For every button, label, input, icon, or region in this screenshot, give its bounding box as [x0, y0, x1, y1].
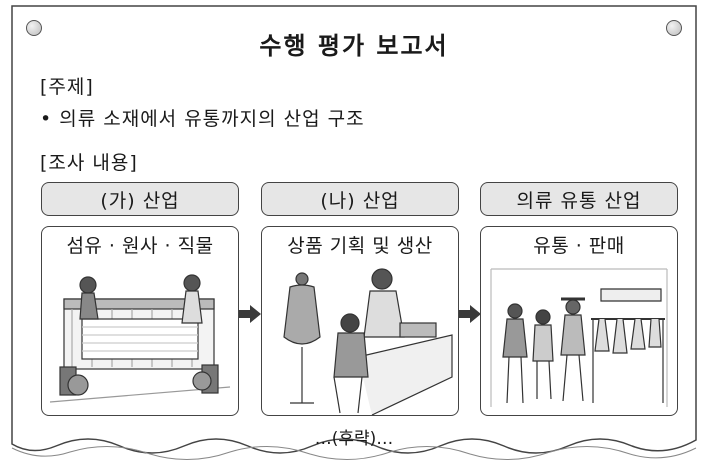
arrow-right-icon [239, 305, 261, 323]
stage-caption-ga: 섬유 · 원사 · 직물 [66, 235, 214, 257]
report-title: 수행 평가 보고서 [259, 32, 449, 60]
stage-header-retail: 의류 유통 산업 [480, 182, 678, 216]
stage-header-ga: (가) 산업 [41, 182, 239, 216]
stage-panel-ga: 섬유 · 원사 · 직물 [41, 226, 239, 416]
survey-heading: [조사 내용] [40, 152, 138, 174]
weaving-illustration [49, 274, 231, 403]
pin-right [666, 20, 682, 36]
design-illustration [283, 268, 453, 415]
store-illustration [490, 268, 668, 407]
footer-ellipsis: …(후략)… [314, 429, 394, 449]
pin-left [26, 20, 42, 36]
stage-panel-retail: 유통 · 판매 [480, 226, 678, 416]
stage-caption-retail: 유통 · 판매 [533, 235, 625, 257]
stage-header-na: (나) 산업 [261, 182, 459, 216]
topic-heading: [주제] [40, 76, 94, 98]
arrow-right-icon [459, 305, 481, 323]
stage-caption-na: 상품 기획 및 생산 [287, 235, 433, 257]
topic-item: • 의류 소재에서 유통까지의 산업 구조 [40, 108, 365, 130]
stage-panel-na: 상품 기획 및 생산 [261, 226, 459, 416]
